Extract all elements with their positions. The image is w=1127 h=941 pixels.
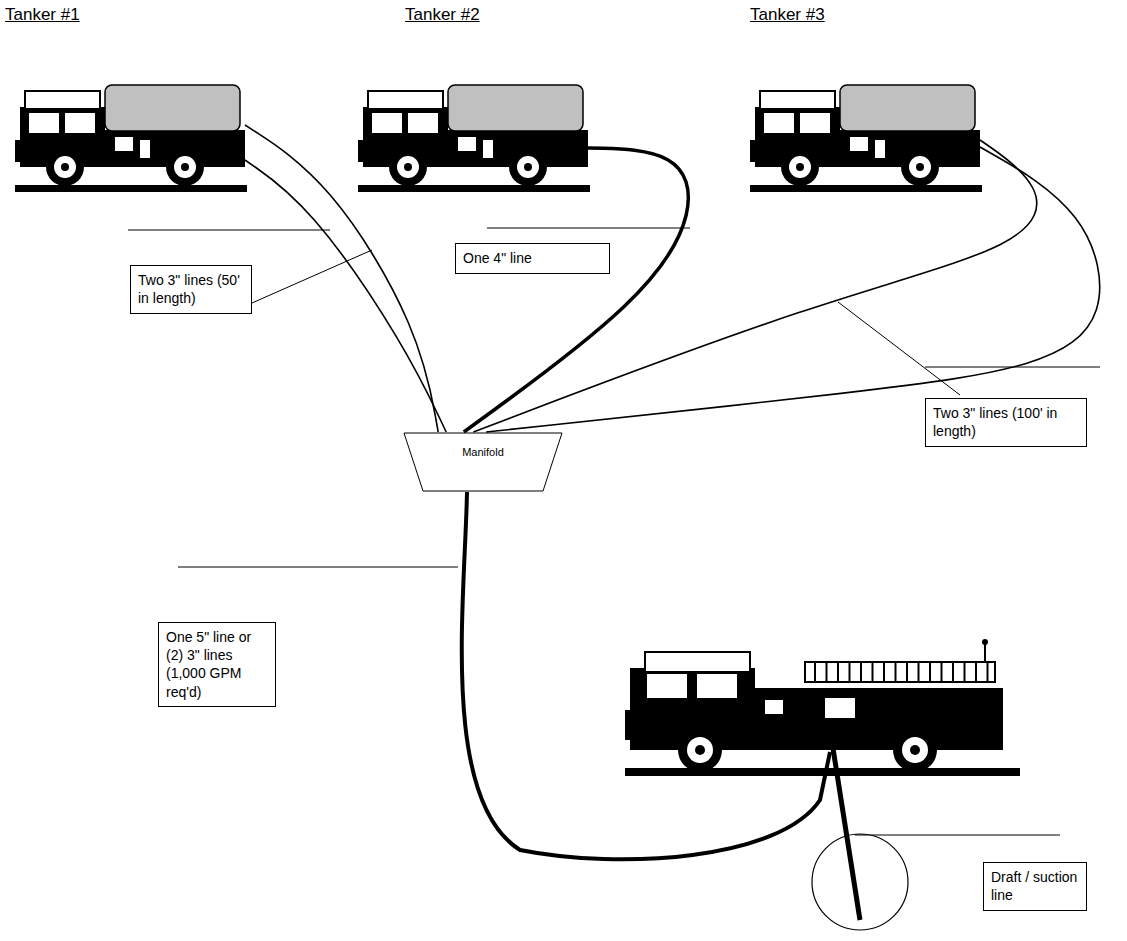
callout-box: Two 3" lines (100' in length): [925, 398, 1087, 447]
hose-line: [464, 148, 689, 432]
tanker-truck: [750, 85, 982, 192]
tanker-truck: [358, 85, 590, 192]
callout-text: One 5" line or (2) 3" lines (1,000 GPM r…: [166, 628, 268, 701]
pumper-truck: [625, 639, 1020, 776]
callout-text: Draft / suction line: [991, 868, 1079, 904]
callout-box: Two 3" lines (50' in length): [130, 265, 252, 314]
supply-hose: [462, 492, 830, 859]
tanker-label: Tanker #2: [348, 5, 588, 25]
callout-box: One 4" line: [455, 243, 610, 274]
tanker-heading-group: Tanker #2: [348, 5, 588, 197]
tanker-label: Tanker #1: [5, 5, 245, 25]
tanker-truck: [15, 85, 247, 192]
hose-line: [245, 160, 446, 432]
callout-text: One 4" line: [463, 249, 602, 267]
hose-line: [473, 140, 1036, 432]
manifold-outline: [403, 432, 563, 492]
tanker-label: Tanker #3: [740, 5, 980, 25]
leader-lines: [128, 228, 1100, 835]
callout-box: Draft / suction line: [983, 862, 1087, 911]
manifold-shape: Manifold: [403, 432, 563, 492]
hose-line: [486, 147, 1099, 432]
tanker-heading-group: Tanker #3: [740, 5, 980, 197]
callout-box: One 5" line or (2) 3" lines (1,000 GPM r…: [158, 622, 276, 707]
callout-text: Two 3" lines (100' in length): [933, 404, 1079, 440]
hose-line: [245, 125, 438, 432]
suction-hose: [832, 742, 860, 920]
manifold-label: Manifold: [403, 432, 563, 458]
tanker-heading-group: Tanker #1: [5, 5, 245, 197]
callout-text: Two 3" lines (50' in length): [138, 271, 244, 307]
